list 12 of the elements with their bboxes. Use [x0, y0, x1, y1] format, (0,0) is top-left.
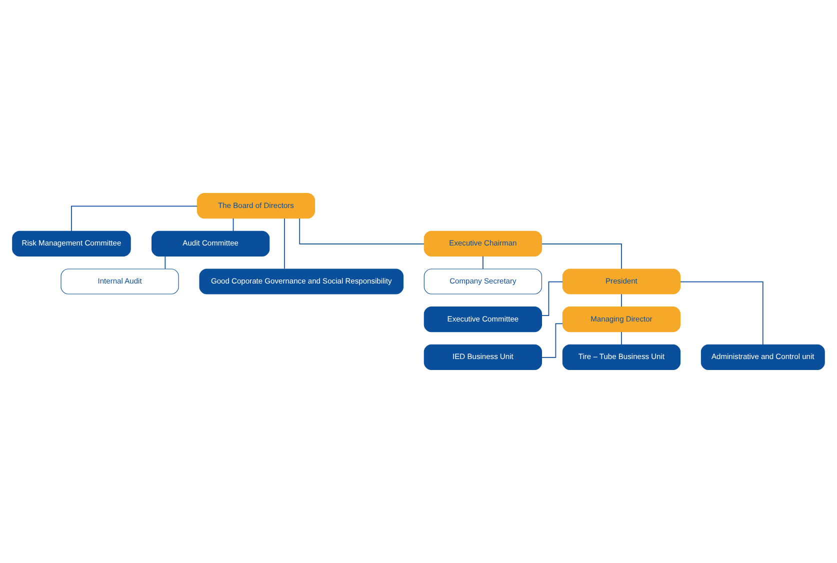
- connector: [541, 323, 563, 358]
- connector: [232, 218, 234, 232]
- connector: [541, 244, 622, 270]
- connector: [680, 281, 764, 345]
- connector: [71, 206, 198, 232]
- connector: [621, 294, 622, 308]
- connector: [482, 256, 484, 270]
- connector: [299, 218, 424, 244]
- connector: [621, 331, 622, 345]
- connector: [164, 256, 166, 270]
- connector: [542, 281, 564, 316]
- connector: [284, 218, 285, 270]
